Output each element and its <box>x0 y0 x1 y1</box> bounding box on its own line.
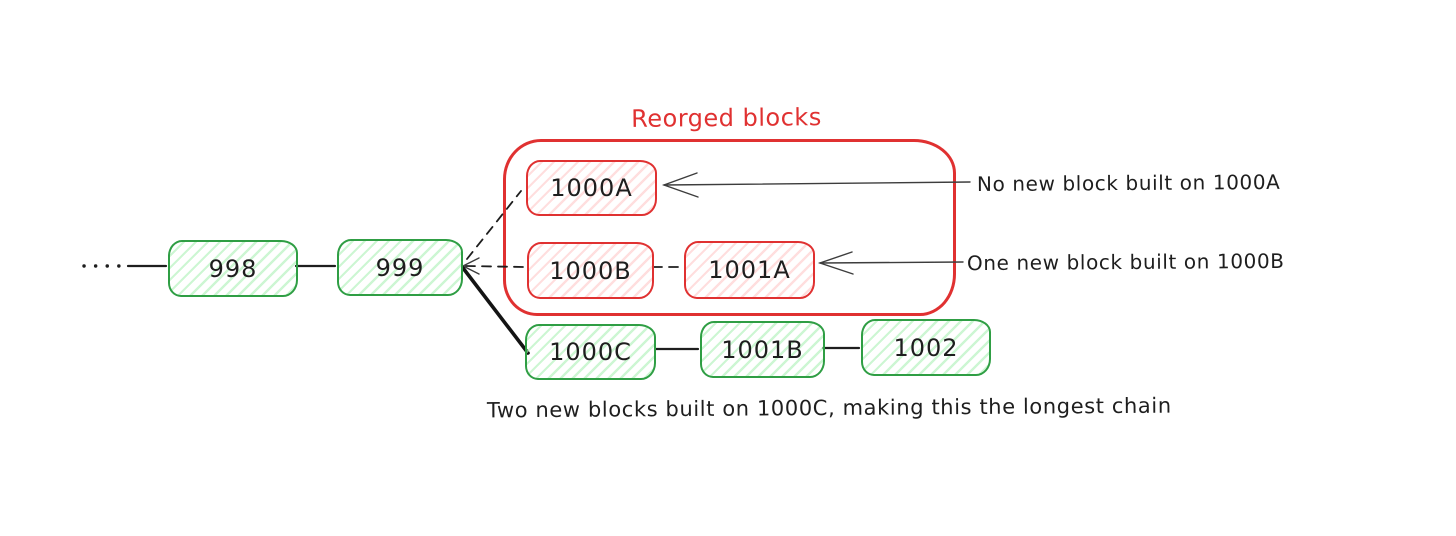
block-label: 999 <box>375 253 425 282</box>
block-label: 1001A <box>708 256 791 284</box>
block-998: 998 <box>168 240 298 297</box>
block-label: 1000A <box>550 174 633 202</box>
block-999: 999 <box>337 239 463 296</box>
block-1000c: 1000C <box>525 324 656 380</box>
block-label: 1000B <box>549 256 632 285</box>
annotation-one-new-block: One new block built on 1000B <box>966 248 1285 276</box>
block-label: 998 <box>208 254 258 283</box>
block-label: 1002 <box>893 333 959 362</box>
block-label: 1000C <box>549 338 632 366</box>
block-label: 1001B <box>721 335 804 364</box>
fork-arrowhead-at-999 <box>461 257 480 275</box>
edge-999-1000b-dashed <box>465 265 526 268</box>
block-1000b: 1000B <box>527 242 654 299</box>
reorged-blocks-container <box>503 139 956 316</box>
block-1001b: 1001B <box>700 321 825 378</box>
annotation-arrow-1000a <box>661 172 971 198</box>
edge-999-1000a-dashed <box>466 190 522 260</box>
block-1000a: 1000A <box>526 160 657 216</box>
annotation-longest-chain: Two new blocks built on 1000C, making th… <box>486 393 1172 423</box>
edge-999-1000c-bold <box>461 266 530 355</box>
reorged-blocks-title: Reorged blocks <box>631 103 822 133</box>
block-1001a: 1001A <box>684 241 815 299</box>
block-1002: 1002 <box>861 319 991 376</box>
annotation-arrow-1001a <box>817 251 964 275</box>
annotation-no-new-block: No new block built on 1000A <box>976 169 1281 197</box>
